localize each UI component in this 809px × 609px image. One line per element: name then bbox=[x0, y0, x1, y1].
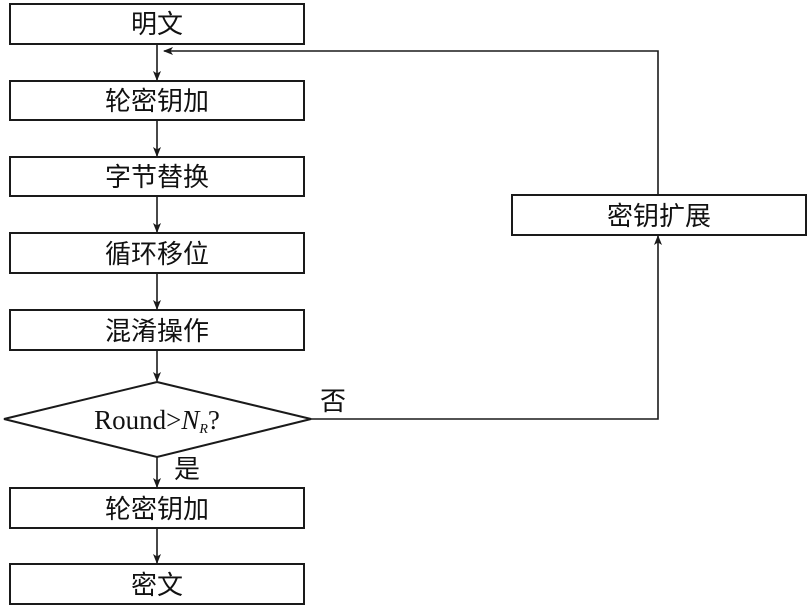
box-key-expansion: 密钥扩展 bbox=[511, 194, 807, 236]
edge-keyexpansion-feedback bbox=[163, 47, 659, 194]
decision-round-check: Round>NR? bbox=[3, 380, 312, 459]
box-shift-rows: 循环移位 bbox=[9, 232, 305, 274]
box-key-expansion-label: 密钥扩展 bbox=[607, 202, 711, 232]
edges bbox=[153, 44, 662, 564]
box-shift-rows-label: 循环移位 bbox=[105, 240, 209, 270]
box-mix-columns-label: 混淆操作 bbox=[105, 317, 209, 347]
box-add-round-key-2-label: 轮密钥加 bbox=[105, 495, 209, 525]
decision-subscript: R bbox=[198, 422, 208, 437]
box-plaintext-label: 明文 bbox=[131, 10, 183, 40]
box-plaintext: 明文 bbox=[9, 3, 305, 45]
box-add-round-key-1-label: 轮密钥加 bbox=[105, 87, 209, 117]
branch-yes-label: 是 bbox=[174, 455, 200, 485]
branch-no-label: 否 bbox=[320, 387, 346, 417]
box-sub-bytes: 字节替换 bbox=[9, 156, 305, 197]
decision-prefix: Round> bbox=[94, 405, 181, 435]
box-add-round-key-2: 轮密钥加 bbox=[9, 487, 305, 529]
box-ciphertext-label: 密文 bbox=[131, 571, 183, 601]
box-ciphertext: 密文 bbox=[9, 563, 305, 605]
decision-suffix: ? bbox=[208, 405, 220, 435]
box-add-round-key-1: 轮密钥加 bbox=[9, 80, 305, 121]
edge-decision-no-to-keyexpansion bbox=[310, 235, 662, 420]
decision-label: Round>NR? bbox=[94, 405, 220, 437]
box-mix-columns: 混淆操作 bbox=[9, 309, 305, 351]
box-sub-bytes-label: 字节替换 bbox=[105, 163, 209, 193]
decision-variable: N bbox=[180, 405, 201, 435]
